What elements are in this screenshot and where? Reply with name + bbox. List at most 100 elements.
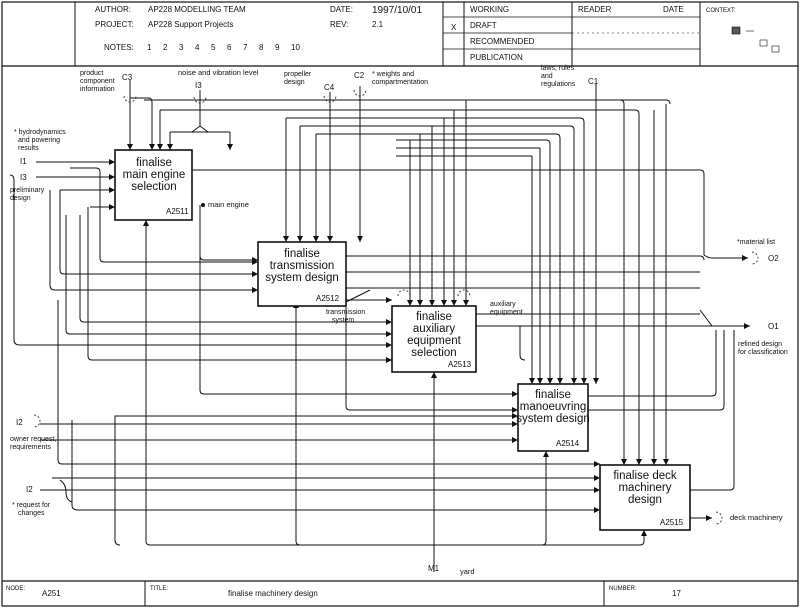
i3-top-code: I3	[195, 81, 202, 90]
note-number: 7	[243, 43, 248, 52]
title-value: finalise machinery design	[228, 589, 318, 598]
notes-label: NOTES:	[104, 43, 134, 52]
note-number: 2	[163, 43, 168, 52]
i1-code: I1	[20, 157, 27, 166]
rev-value: 2.1	[372, 20, 384, 29]
reader-date-label: DATE	[663, 5, 684, 14]
footer-frame	[2, 580, 798, 606]
title-label: TITLE:	[150, 586, 168, 592]
c4-label-line: design	[284, 79, 305, 86]
date-label: DATE:	[330, 5, 353, 14]
box-title-line: selection	[411, 347, 456, 359]
box-code: A2514	[556, 439, 580, 448]
refined-label-line: refined design	[738, 341, 782, 348]
status-working: WORKING	[470, 5, 509, 14]
notes-numbers: 1 2 3 4 5 6 7 8 9 10	[147, 43, 300, 52]
refined-label-line: for classification	[738, 349, 788, 356]
c1-code: C1	[588, 77, 599, 86]
box-title-line: equipment	[407, 335, 462, 347]
auxiliary-label-line: auxiliary	[490, 301, 516, 308]
activity-box-a2515[interactable]: finalise deck machinery design A2515	[599, 464, 691, 531]
note-number: 6	[227, 43, 232, 52]
c4-code: C4	[324, 83, 335, 92]
i3-top-label: noise and vibration level	[178, 68, 259, 77]
box-code: A2511	[166, 207, 189, 216]
auxiliary-label-line: equipment	[490, 309, 523, 316]
rev-label: REV:	[330, 20, 348, 29]
box-title-line: finalise	[136, 157, 172, 169]
request-label-line: * request for	[12, 502, 51, 509]
date-value: 1997/10/01	[372, 5, 422, 16]
context-thumbnail	[731, 26, 780, 53]
i2b-code: I2	[26, 485, 33, 494]
transmission-label-line: system	[332, 317, 354, 324]
material-list-label: *material list	[737, 239, 775, 246]
i3-code: I3	[20, 173, 27, 182]
reader-label: READER	[578, 5, 612, 14]
note-number: 10	[291, 43, 300, 52]
status-publication: PUBLICATION	[470, 53, 523, 62]
c2-code: C2	[354, 71, 365, 80]
c1-label-line: and	[541, 73, 553, 80]
prelim-label-line: design	[10, 195, 31, 202]
project-label: PROJECT:	[95, 20, 134, 29]
c1-label-line: regulations	[541, 81, 576, 88]
transmission-label-line: transmission	[326, 309, 365, 316]
box-title-line: selection	[131, 181, 176, 193]
status-recommended: RECOMMENDED	[470, 37, 535, 46]
activity-box-a2512[interactable]: finalise transmission system design A251…	[257, 241, 347, 307]
c4-label-line: propeller	[284, 71, 312, 78]
c3-label-line: component	[80, 78, 115, 85]
box-title-line: machinery	[618, 482, 671, 494]
o1-code: O1	[768, 322, 779, 331]
m1-code: M1	[428, 564, 440, 573]
prelim-label-line: preliminary	[10, 187, 45, 194]
c3-label-line: product	[80, 70, 103, 77]
deck-machinery-label: deck machinery	[730, 513, 783, 522]
c1-label-line: laws, rules	[541, 65, 575, 72]
arrow-network	[9, 80, 759, 572]
activity-box-a2511[interactable]: finalise main engine selection A2511	[114, 149, 193, 221]
status-mark: X	[451, 23, 457, 32]
box-title-line: manoeuvring	[520, 401, 586, 413]
note-number: 3	[179, 43, 184, 52]
author-label: AUTHOR:	[95, 5, 131, 14]
activity-box-a2513[interactable]: finalise auxiliary equipment selection A…	[391, 305, 477, 373]
c3-code: C3	[122, 73, 133, 82]
note-number: 1	[147, 43, 152, 52]
note-number: 8	[259, 43, 264, 52]
arrow-labels: C3 product component information noise a…	[10, 65, 788, 576]
o2-code: O2	[768, 254, 779, 263]
note-number: 9	[275, 43, 280, 52]
activity-box-a2514[interactable]: finalise manoeuvring system design A2514	[516, 383, 590, 452]
box-title-line: main engine	[123, 169, 186, 181]
hydro-label-line: and powering	[18, 137, 60, 144]
hydro-label-line: * hydrodynamics	[14, 129, 66, 136]
box-title-line: finalise	[535, 389, 571, 401]
project-value: AP228 Support Projects	[148, 20, 233, 29]
owner-label-line: requirements	[10, 444, 51, 451]
box-title-line: system design	[516, 413, 590, 425]
c2-label-line: * weights and	[372, 71, 414, 78]
box-code: A2513	[448, 360, 472, 369]
status-draft: DRAFT	[470, 21, 497, 30]
box-title-line: auxiliary	[413, 323, 455, 335]
box-code: A2515	[660, 518, 684, 527]
hydro-label-line: results	[18, 145, 39, 152]
main-engine-label: main engine	[208, 200, 249, 209]
note-number: 5	[211, 43, 216, 52]
c3-label-line: information	[80, 86, 115, 93]
box-title-line: finalise deck	[613, 470, 677, 482]
number-value: 17	[672, 589, 681, 598]
box-title-line: transmission	[270, 260, 335, 272]
owner-label-line: owner request,	[10, 436, 56, 443]
number-label: NUMBER:	[609, 586, 637, 592]
box-title-line: system design	[265, 272, 339, 284]
context-label: CONTEXT:	[706, 8, 736, 14]
box-title-line: finalise	[284, 248, 320, 260]
node-value: A251	[42, 589, 61, 598]
box-title-line: design	[628, 494, 662, 506]
c2-label-line: compartmentation	[372, 79, 428, 86]
